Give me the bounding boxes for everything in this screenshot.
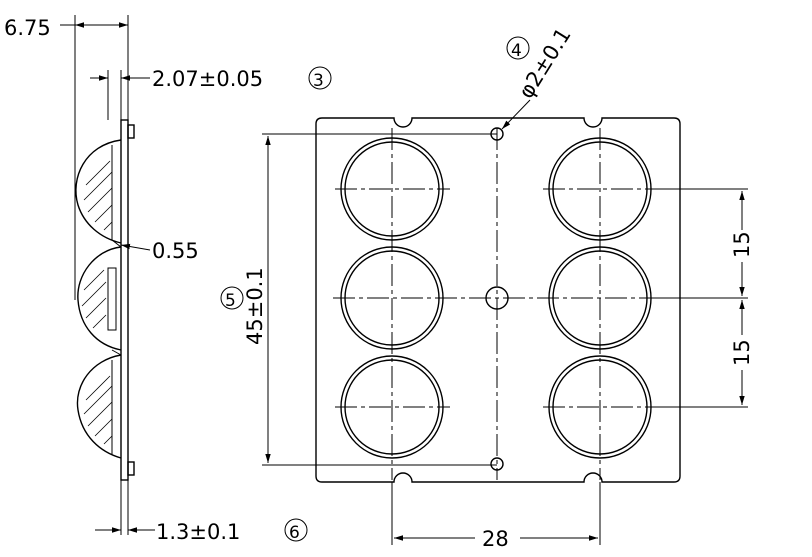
side-lens-dome-middle <box>77 246 122 351</box>
dim-total-thickness: 6.75 <box>4 16 51 40</box>
side-tab-bottom <box>127 461 135 476</box>
ref-circle-5 <box>220 286 244 310</box>
side-view: 6.75 2.07±0.05 3 0.55 1.3±0.1 6 <box>4 15 332 544</box>
hole-center <box>485 286 509 310</box>
svg-text:6: 6 <box>289 523 300 543</box>
dim-pitch-lower: 15 <box>730 339 754 366</box>
ref-circle-6 <box>284 518 308 542</box>
side-lens-dome-bottom <box>76 354 122 459</box>
dim-gap: 0.55 <box>152 239 199 263</box>
side-lens-inner-middle <box>107 267 117 331</box>
hole-bottom <box>490 457 504 471</box>
dim-column-spacing: 28 <box>482 527 509 551</box>
side-base-plate <box>120 119 129 481</box>
ref-circle-3 <box>308 66 332 90</box>
dim-base-thickness: 1.3±0.1 <box>156 520 240 544</box>
front-plate-outline <box>315 117 681 483</box>
dim-hole-diameter: φ2±0.1 <box>514 24 576 103</box>
dim-overall-height: 45±0.1 <box>243 267 267 345</box>
side-tab-top <box>127 124 135 139</box>
svg-text:4: 4 <box>511 41 522 61</box>
front-view: φ2±0.1 4 45±0.1 5 15 15 28 <box>220 24 754 551</box>
dim-plate-thickness: 2.07±0.05 <box>152 67 263 91</box>
side-lens-dome-top <box>75 139 122 244</box>
svg-text:5: 5 <box>225 291 236 311</box>
side-hatching <box>81 160 113 445</box>
lens-centerlines <box>333 128 660 480</box>
svg-text:3: 3 <box>313 71 324 91</box>
dim-pitch-upper: 15 <box>730 231 754 258</box>
ref-circle-4 <box>506 36 530 60</box>
